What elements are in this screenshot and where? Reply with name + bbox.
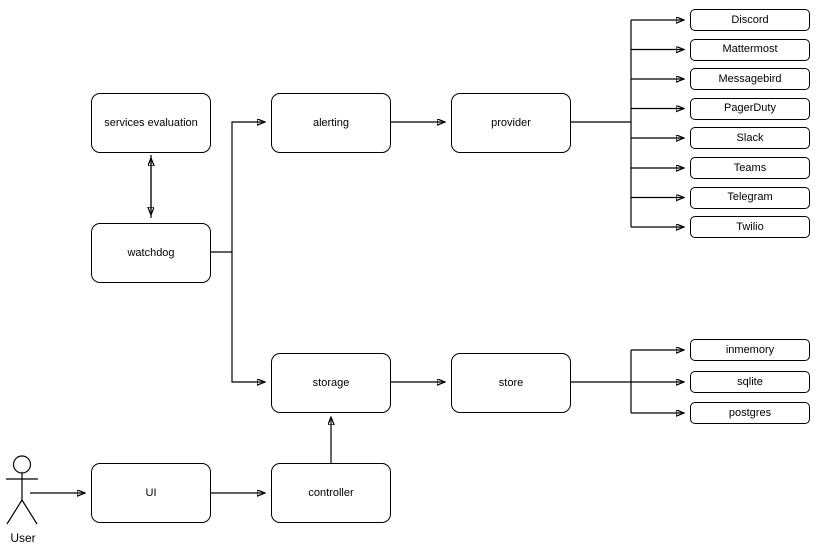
node-alerting[interactable]: alerting (271, 93, 391, 153)
node-provider-telegram[interactable]: Telegram (690, 186, 810, 209)
node-store[interactable]: store (451, 353, 571, 413)
node-label: UI (145, 486, 157, 499)
connector-provider-bus (571, 20, 684, 227)
node-label: postgres (728, 406, 772, 419)
node-label: services evaluation (104, 116, 198, 129)
node-label: Mattermost (722, 43, 778, 56)
node-label: Discord (731, 13, 769, 26)
node-provider-mattermost[interactable]: Mattermost (690, 38, 810, 61)
node-controller[interactable]: controller (271, 463, 391, 523)
node-label: Twilio (736, 220, 764, 233)
connector-watchdog-storage (231, 252, 265, 382)
node-label: storage (312, 376, 350, 389)
node-provider[interactable]: provider (451, 93, 571, 153)
node-watchdog[interactable]: watchdog (91, 223, 211, 283)
node-services-evaluation[interactable]: services evaluation (91, 93, 211, 153)
user-actor-label: User (10, 531, 36, 545)
node-store-inmemory[interactable]: inmemory (690, 339, 810, 361)
node-label: sqlite (737, 375, 763, 388)
node-ui[interactable]: UI (91, 463, 211, 523)
node-label: Slack (736, 131, 764, 144)
node-storage[interactable]: storage (271, 353, 391, 413)
node-provider-pagerduty[interactable]: PagerDuty (690, 97, 810, 120)
node-label: Messagebird (718, 72, 782, 85)
node-label: PagerDuty (724, 102, 776, 115)
node-label: controller (308, 486, 354, 499)
node-provider-discord[interactable]: Discord (690, 9, 810, 31)
stick-figure-icon (6, 455, 38, 525)
node-store-sqlite[interactable]: sqlite (690, 371, 810, 393)
node-label: Teams (733, 161, 767, 174)
node-provider-teams[interactable]: Teams (690, 157, 810, 179)
node-provider-slack[interactable]: Slack (690, 127, 810, 149)
node-provider-messagebird[interactable]: Messagebird (690, 68, 810, 90)
node-label: Telegram (727, 191, 773, 204)
connector-watchdog-alerting (211, 122, 265, 253)
node-label: watchdog (127, 246, 175, 259)
connector-store-bus (571, 350, 684, 413)
node-store-postgres[interactable]: postgres (690, 402, 810, 424)
node-provider-twilio[interactable]: Twilio (690, 216, 810, 238)
node-label: alerting (312, 116, 350, 129)
node-label: provider (491, 116, 531, 129)
node-label: inmemory (725, 343, 775, 356)
node-label: store (498, 376, 524, 389)
